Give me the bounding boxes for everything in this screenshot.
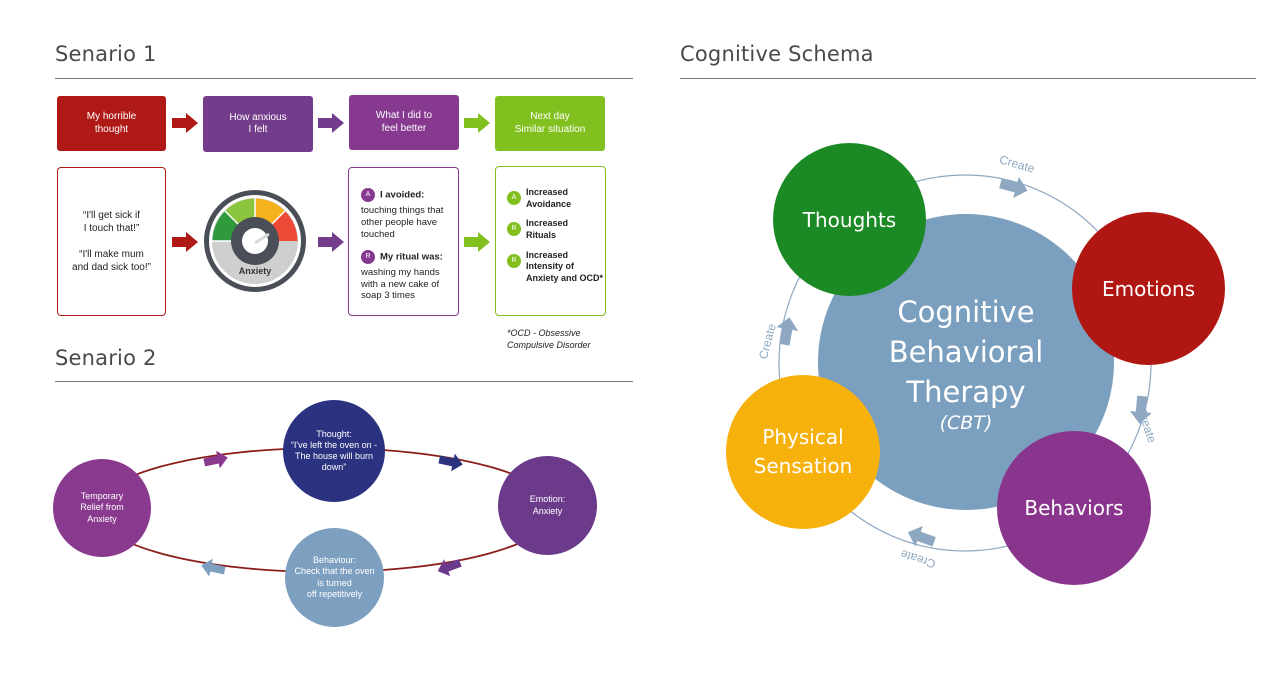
create-arrow-icon — [1129, 395, 1152, 424]
outcome-item: R Increased Rituals — [507, 218, 605, 241]
action-text: washing my hands with a new cake of soap… — [361, 266, 440, 302]
anxiety-gauge-icon: Anxiety — [203, 188, 307, 294]
action-heading: My ritual was: — [380, 251, 443, 263]
loop-arrow-icon — [201, 558, 226, 577]
behaviour-text: Behaviour: Check that the oven is turned… — [294, 555, 375, 599]
cbt-ring — [776, 174, 1152, 552]
action-avoided: A I avoided: touching things that other p… — [361, 188, 458, 241]
thought-circle: Thought: “I've left the oven on - The ho… — [283, 400, 385, 502]
outcome-text: Increased Rituals — [526, 218, 569, 241]
scenario2-divider — [55, 381, 633, 382]
physical-label: Physical Sensation — [753, 425, 853, 478]
avoidance-badge-icon: A — [361, 188, 375, 202]
center-line: Cognitive — [897, 295, 1035, 329]
gauge-label: Anxiety — [238, 266, 272, 276]
emotion-text: Emotion: Anxiety — [529, 494, 566, 516]
center-line: Therapy — [906, 375, 1026, 409]
action-ritual: R My ritual was: washing my hands with a … — [361, 249, 458, 303]
center-subtitle: (CBT) — [939, 412, 993, 434]
outcome-text: Increased Intensity of Anxiety and OCD* — [526, 249, 604, 284]
scenario1-title: Senario 1 — [55, 42, 157, 66]
physical-sensation-circle: Physical Sensation — [726, 375, 880, 529]
relief-text: Temporary Relief from Anxiety — [80, 491, 124, 524]
ocd-footnote: *OCD - Obsessive Compulsive Disorder — [507, 328, 591, 351]
arrow-right-icon — [172, 232, 198, 252]
outcomes-box: A Increased Avoidance R Increased Ritual… — [495, 166, 606, 316]
step-horrible-thought: My horrible thought — [57, 96, 166, 151]
schema-divider — [680, 78, 1256, 79]
actions-box: A I avoided: touching things that other p… — [348, 167, 459, 316]
arrow-right-icon — [464, 232, 490, 252]
arrow-right-icon — [318, 232, 344, 252]
action-text: touching things that other people have t… — [361, 205, 444, 240]
scenario2-title: Senario 2 — [55, 346, 157, 370]
create-arrow-icon — [999, 176, 1028, 199]
thought-text: Thought: “I've left the oven on - The ho… — [290, 428, 378, 473]
step-what-i-did: What I did to feel better — [349, 95, 459, 150]
create-arrow-icon — [907, 525, 936, 547]
emotions-label: Emotions — [1101, 276, 1196, 301]
outcome-item: R Increased Intensity of Anxiety and OCD… — [507, 250, 605, 285]
outcome-item: A Increased Avoidance — [507, 187, 605, 210]
behaviors-label: Behaviors — [1024, 496, 1124, 520]
emotion-circle: Emotion: Anxiety — [498, 456, 597, 555]
outcome-text: Increased Avoidance — [526, 187, 572, 209]
arrow-right-icon — [318, 113, 344, 133]
loop-arrow-icon — [203, 450, 228, 469]
step-how-anxious: How anxious I felt — [203, 96, 313, 152]
loop-arrow-icon — [437, 559, 462, 577]
ritual-badge-icon: R — [507, 222, 521, 237]
center-line: Behavioral — [888, 335, 1044, 369]
ritual-badge-icon: R — [507, 253, 521, 268]
thoughts-circle: Thoughts — [773, 143, 926, 296]
relief-circle: Temporary Relief from Anxiety — [53, 459, 151, 557]
thought-quote: “I'll get sick if I touch that!” “I'll m… — [72, 210, 151, 273]
avoidance-badge-icon: A — [507, 191, 521, 205]
step-next-day: Next day Similar situation — [495, 96, 605, 151]
action-heading: I avoided: — [380, 189, 425, 201]
ritual-badge-icon: R — [361, 249, 375, 264]
schema-title: Cognitive Schema — [680, 42, 874, 66]
thoughts-label: Thoughts — [802, 207, 897, 232]
create-arrow-icon — [776, 317, 799, 346]
loop-arrow-icon — [438, 453, 463, 472]
arrow-right-icon — [464, 113, 490, 133]
scenario1-divider — [55, 78, 633, 79]
thought-quote-box: “I'll get sick if I touch that!” “I'll m… — [57, 167, 166, 316]
arrow-right-icon — [172, 113, 198, 133]
behaviour-circle: Behaviour: Check that the oven is turned… — [285, 528, 384, 627]
behaviors-circle: Behaviors — [997, 431, 1151, 585]
emotions-circle: Emotions — [1072, 212, 1225, 365]
